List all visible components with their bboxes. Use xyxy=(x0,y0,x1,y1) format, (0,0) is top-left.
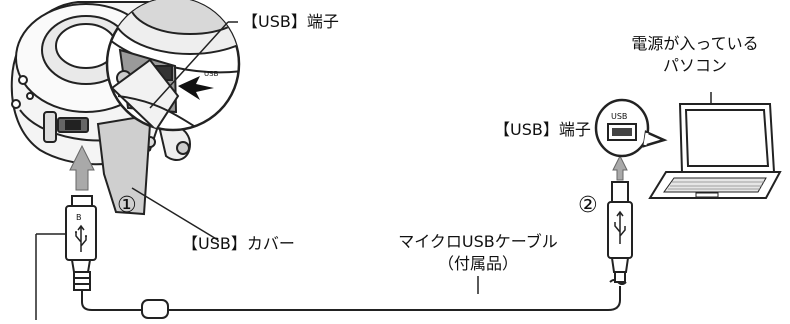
usb-port-label-pc: 【USB】端子 xyxy=(494,120,591,139)
pc-label-line2: パソコン xyxy=(662,56,727,75)
cable-label-line2: （付属品） xyxy=(437,254,518,273)
svg-text:USB: USB xyxy=(204,70,219,78)
svg-text:USB: USB xyxy=(611,112,627,121)
svg-text:B: B xyxy=(76,213,82,222)
cable-label-line1: マイクロUSBケーブル xyxy=(398,232,558,251)
arrow-right-icon xyxy=(178,76,214,100)
pc-usb-port-detail: USB xyxy=(594,98,668,158)
step-2-marker: ② xyxy=(578,193,598,218)
step-1-marker: ① xyxy=(117,193,137,218)
usb-icon xyxy=(614,210,626,244)
arrow-up-icon xyxy=(69,144,95,191)
arrow-up-icon xyxy=(612,154,628,181)
usb-cover-label: 【USB】カバー xyxy=(182,234,295,253)
zoom-detail: USB xyxy=(105,0,241,132)
usb-port-label-top: 【USB】端子 xyxy=(242,12,339,31)
leader-lines xyxy=(35,21,712,320)
usb-icon xyxy=(75,224,87,252)
usb-a-plug xyxy=(607,181,633,283)
pc-label-line1: 電源が入っている xyxy=(631,34,759,53)
laptop-icon xyxy=(648,103,782,199)
micro-usb-plug: B xyxy=(65,195,97,291)
usb-cable xyxy=(81,279,627,319)
